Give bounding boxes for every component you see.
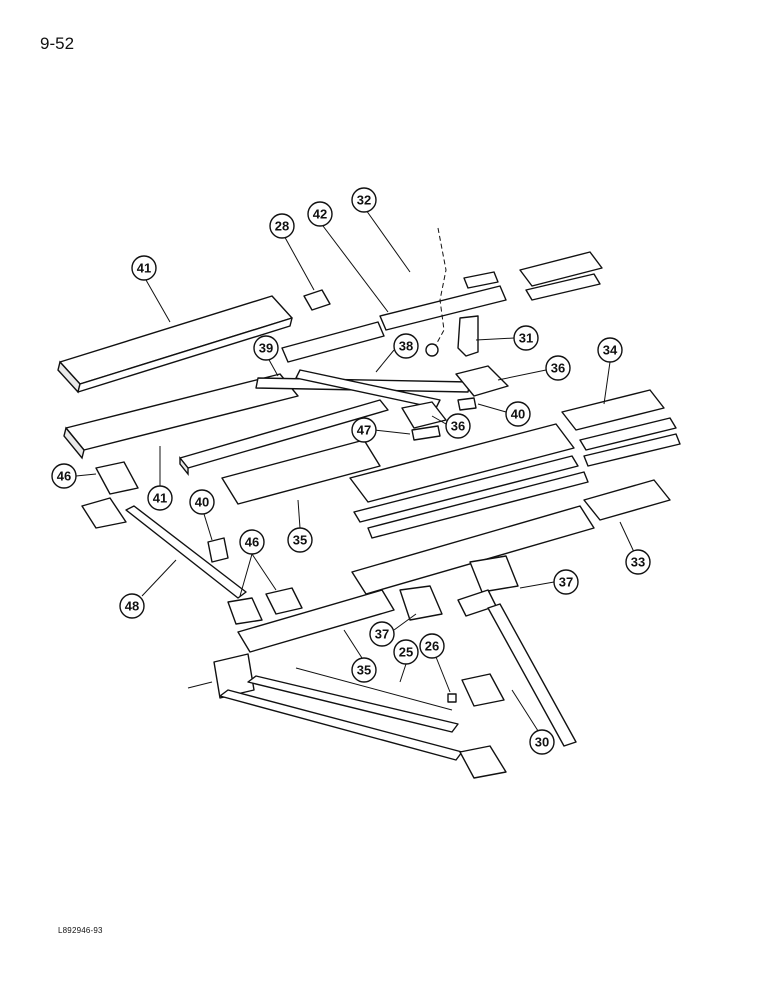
plate-bottom-right-upper	[461, 673, 505, 707]
rail-34	[561, 389, 681, 467]
svg-text:48: 48	[125, 599, 139, 614]
svg-text:34: 34	[603, 343, 618, 358]
hitch-bracket-top-right	[463, 251, 603, 301]
svg-text:30: 30	[535, 735, 549, 750]
svg-text:26: 26	[425, 639, 439, 654]
lower-long-plate	[351, 505, 595, 595]
callout-39: 39	[253, 335, 279, 361]
callout-38: 38	[393, 333, 419, 359]
plate-36-upper	[455, 365, 509, 397]
pin-26	[447, 693, 457, 703]
square-tube-42	[281, 285, 507, 363]
callout-36-lower: 36	[445, 413, 471, 439]
arm-30	[457, 589, 577, 747]
svg-text:39: 39	[259, 341, 273, 356]
callout-31: 31	[513, 325, 539, 351]
clip-40-upper	[457, 397, 477, 411]
angle-rail-lower	[63, 373, 299, 460]
svg-text:41: 41	[137, 261, 151, 276]
callout-37-right: 37	[553, 569, 579, 595]
lower-frame	[187, 653, 463, 761]
rail-plate-center	[349, 423, 589, 539]
plate-37-right	[469, 555, 519, 593]
svg-text:32: 32	[357, 193, 371, 208]
brace-tube	[255, 369, 471, 409]
svg-text:38: 38	[399, 339, 413, 354]
bracket-46-center	[227, 587, 303, 625]
chain	[425, 227, 447, 357]
angle-rail-upper	[57, 295, 293, 394]
clip-40-lower	[207, 537, 229, 563]
plate-36-lower	[401, 401, 447, 429]
callout-25: 25	[393, 639, 419, 665]
svg-text:37: 37	[559, 575, 573, 590]
callout-47: 47	[351, 417, 377, 443]
svg-text:40: 40	[195, 495, 209, 510]
svg-text:35: 35	[293, 533, 307, 548]
plate-35-upper	[221, 439, 381, 505]
svg-text:42: 42	[313, 207, 327, 222]
svg-text:31: 31	[519, 331, 533, 346]
plate-35-lower	[237, 589, 395, 653]
callout-48: 48	[119, 593, 145, 619]
channel-rail-39	[179, 399, 389, 476]
page-number: 9-52	[40, 34, 75, 53]
callout-30: 30	[529, 729, 555, 755]
callout-37-center: 37	[369, 621, 395, 647]
rod-25	[295, 667, 453, 711]
callout-26: 26	[419, 633, 445, 659]
svg-text:41: 41	[153, 491, 167, 506]
svg-text:47: 47	[357, 423, 371, 438]
bracket-28	[303, 289, 331, 311]
drawing-code: L892946-93	[58, 926, 103, 935]
callout-34: 34	[597, 337, 623, 363]
svg-text:35: 35	[357, 663, 371, 678]
leader-lines	[75, 209, 635, 735]
svg-text:28: 28	[275, 219, 289, 234]
callout-46-center: 46	[239, 529, 265, 555]
svg-text:46: 46	[57, 469, 71, 484]
callout-33: 33	[625, 549, 651, 575]
callout-40-upper: 40	[505, 401, 531, 427]
callout-46-left: 46	[51, 463, 77, 489]
svg-text:36: 36	[551, 361, 565, 376]
callout-36-upper: 36	[545, 355, 571, 381]
callout-41-lower: 41	[147, 485, 173, 511]
callout-28: 28	[269, 213, 295, 239]
plate-37-center	[399, 585, 443, 621]
callout-35-lower: 35	[351, 657, 377, 683]
svg-text:40: 40	[511, 407, 525, 422]
brace-48	[125, 505, 247, 599]
bracket-46-left	[81, 461, 139, 529]
svg-text:46: 46	[245, 535, 259, 550]
rail-33	[583, 479, 671, 521]
callout-40-lower: 40	[189, 489, 215, 515]
svg-text:37: 37	[375, 627, 389, 642]
plate-bottom-right-lower	[459, 745, 507, 779]
callout-35-upper: 35	[287, 527, 313, 553]
callout-42: 42	[307, 201, 333, 227]
svg-text:25: 25	[399, 645, 413, 660]
svg-text:33: 33	[631, 555, 645, 570]
block-47	[411, 425, 441, 441]
svg-text:36: 36	[451, 419, 465, 434]
callout-32: 32	[351, 187, 377, 213]
callout-41-upper: 41	[131, 255, 157, 281]
plate-31	[457, 315, 479, 357]
